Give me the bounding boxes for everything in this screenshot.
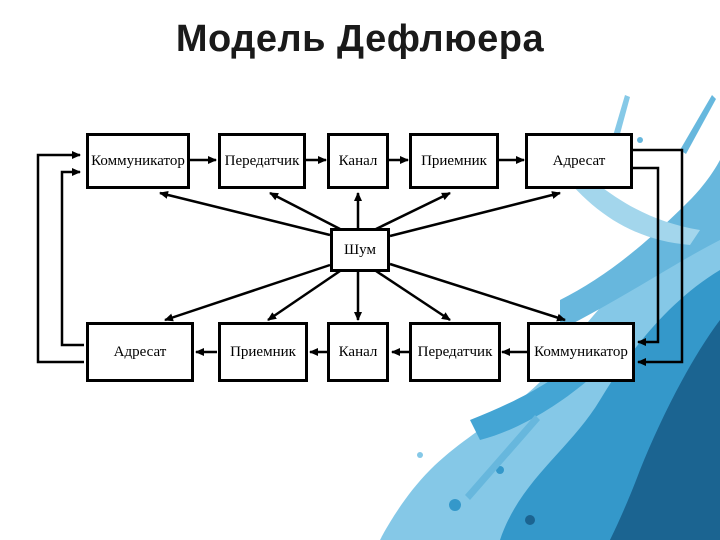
- box-addressee-bottom: Адресат: [86, 322, 194, 382]
- arrow-noise-receiver-bottom: [267, 269, 341, 322]
- box-channel-bottom: Канал: [327, 322, 389, 382]
- box-transmitter-top: Передатчик: [218, 133, 306, 189]
- arrow-noise-addressee-bottom: [164, 263, 331, 322]
- arrow-noise-transmitter-bottom: [375, 269, 451, 322]
- left-outer-feedback-line: [36, 151, 84, 364]
- arrow-noise-addressee-top: [389, 191, 561, 238]
- left-inner-feedback-line: [60, 168, 84, 347]
- box-communicator-bottom: Коммуникатор: [527, 322, 635, 382]
- arrow-noise-communicator-top: [159, 191, 331, 237]
- page-title: Модель Дефлюера: [175, 18, 545, 60]
- box-receiver-top: Приемник: [409, 133, 499, 189]
- box-communicator-top: Коммуникатор: [86, 133, 190, 189]
- box-channel-top: Канал: [327, 133, 389, 189]
- right-inner-feedback-line: [633, 166, 660, 346]
- box-transmitter-bottom: Передатчик: [409, 322, 501, 382]
- box-noise: Шум: [330, 228, 390, 272]
- box-addressee-top: Адресат: [525, 133, 633, 189]
- right-outer-feedback-line: [633, 148, 684, 366]
- arrow-noise-receiver-top: [375, 191, 451, 231]
- arrow-noise-communicator-bottom: [389, 262, 566, 322]
- arrow-noise-transmitter-top: [269, 191, 341, 231]
- box-receiver-bottom: Приемник: [218, 322, 308, 382]
